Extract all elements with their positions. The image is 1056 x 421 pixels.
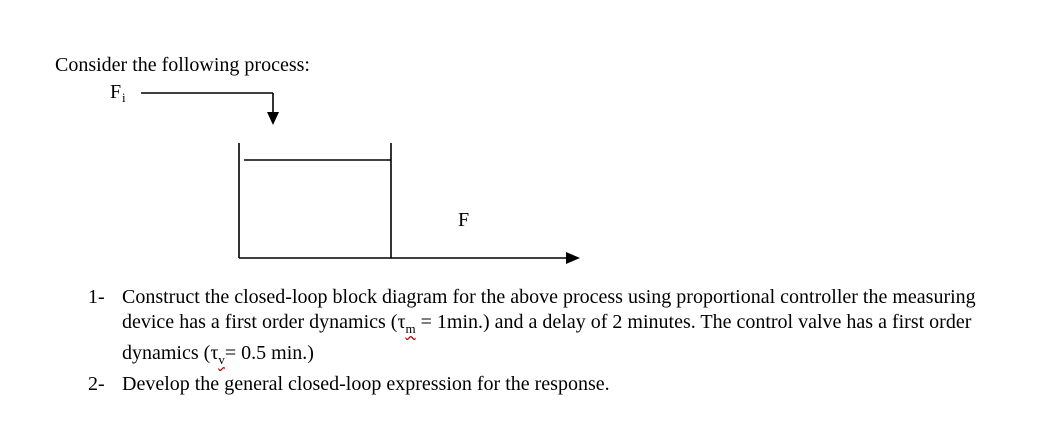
inlet-flow-subscript: i (122, 90, 126, 105)
outlet-arrowhead (566, 252, 580, 264)
problem-heading: Consider the following process: (55, 54, 310, 76)
question-1-text-part-c: = 0.5 min.) (224, 342, 314, 364)
tau-m-subscript: m (405, 321, 416, 336)
outlet-flow-label: F (458, 209, 469, 231)
tau-m-symbol: τ (397, 311, 406, 333)
tau-v-subscript: v (218, 352, 225, 367)
question-list: 1- Construct the closed-loop block diagr… (88, 285, 1028, 397)
question-1-number: 1- (88, 286, 105, 308)
question-1-text-part-b: = 1min.) and a delay of 2 minutes. The c… (122, 311, 972, 364)
question-1-text-part-a: Construct the closed-loop block diagram … (122, 286, 976, 333)
question-1: 1- Construct the closed-loop block diagr… (88, 285, 1028, 372)
tau-v-symbol: τ (210, 342, 219, 364)
question-1-text: Construct the closed-loop block diagram … (122, 285, 1028, 372)
inlet-arrowhead (267, 112, 279, 125)
question-2: 2- Develop the general closed-loop expre… (88, 372, 1028, 397)
inlet-flow-label: F (110, 81, 121, 103)
question-2-number: 2- (88, 373, 105, 395)
question-2-text: Develop the general closed-loop expressi… (122, 373, 610, 395)
